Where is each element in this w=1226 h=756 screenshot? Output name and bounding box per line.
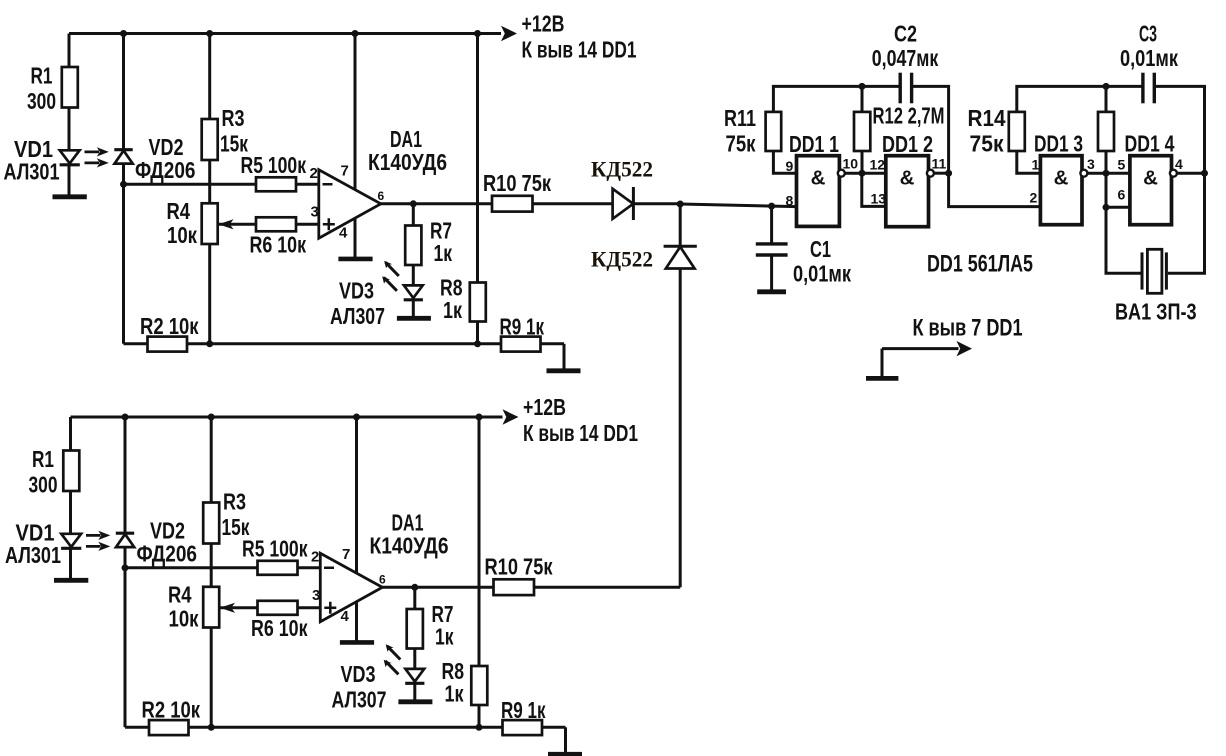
svg-text:13: 13 [871, 191, 887, 207]
svg-text:11: 11 [932, 156, 947, 172]
svg-text:&: & [1143, 167, 1158, 190]
svg-text:75к: 75к [970, 131, 1004, 157]
svg-text:C3: C3 [1139, 20, 1157, 46]
svg-text:1: 1 [1032, 157, 1040, 173]
svg-text:5: 5 [1118, 157, 1126, 173]
svg-text:DD1 2: DD1 2 [882, 131, 933, 157]
svg-text:75к: 75к [726, 131, 756, 157]
svg-text:&: & [900, 167, 915, 190]
svg-text:0,01мк: 0,01мк [1120, 45, 1178, 71]
svg-text:0,047мк: 0,047мк [872, 45, 939, 71]
svg-text:9: 9 [786, 158, 794, 174]
svg-text:&: & [1054, 167, 1069, 190]
svg-text:8: 8 [786, 193, 794, 209]
svg-text:C1: C1 [810, 236, 831, 262]
svg-text:DD1 1: DD1 1 [789, 131, 839, 157]
svg-text:КД522: КД522 [591, 247, 653, 272]
svg-text:6: 6 [1118, 187, 1126, 203]
svg-text:C2: C2 [894, 20, 917, 46]
svg-text:2: 2 [1030, 190, 1038, 206]
svg-text:КД522: КД522 [591, 157, 653, 182]
svg-text:10: 10 [843, 156, 859, 172]
svg-text:DD1 4: DD1 4 [1125, 131, 1175, 157]
svg-text:R12 2,7M: R12 2,7M [873, 103, 945, 129]
svg-text:DD1 3: DD1 3 [1034, 131, 1083, 157]
svg-text:&: & [811, 167, 826, 190]
svg-text:BA1 ЗП-3: BA1 ЗП-3 [1115, 299, 1197, 325]
svg-text:DD1 561ЛА5: DD1 561ЛА5 [927, 251, 1033, 278]
svg-text:4: 4 [1175, 156, 1183, 172]
svg-text:0,01мк: 0,01мк [793, 261, 851, 287]
svg-text:К выв 7 DD1: К выв 7 DD1 [913, 315, 1023, 342]
svg-text:3: 3 [1087, 156, 1095, 172]
svg-text:12: 12 [870, 157, 886, 173]
svg-text:R14: R14 [968, 105, 1006, 131]
svg-text:R11: R11 [724, 105, 756, 131]
